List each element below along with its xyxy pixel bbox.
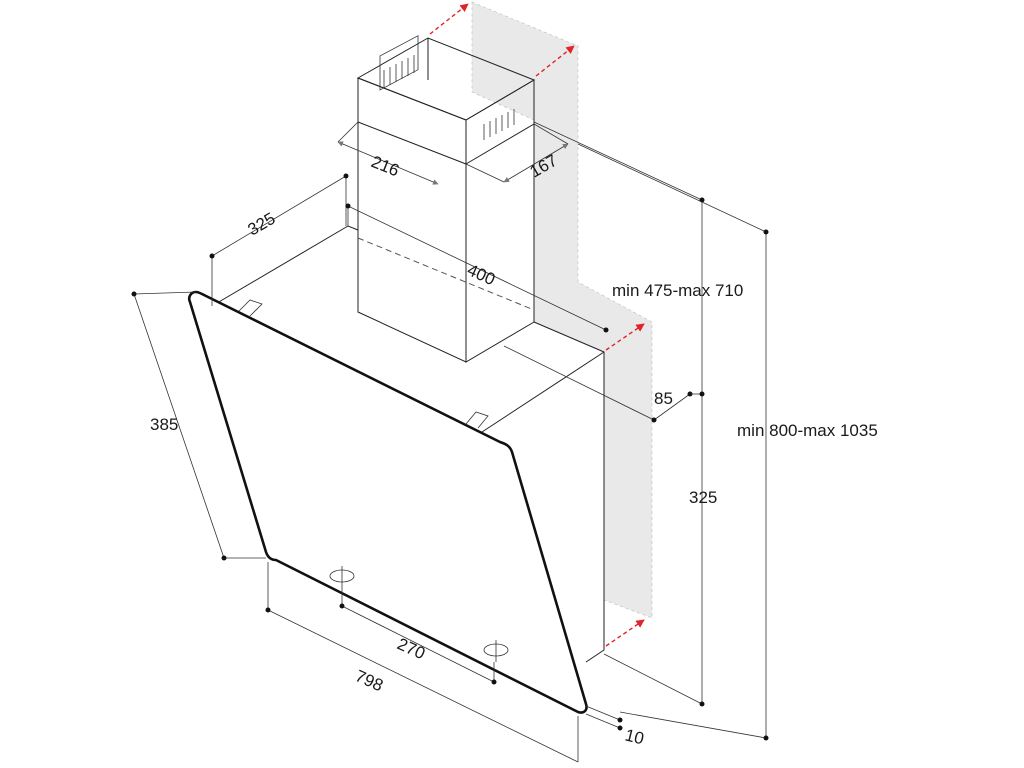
label-hood-width-top: 400: [464, 260, 498, 289]
label-panel-height: 385: [150, 415, 178, 434]
dimension-lines: [131, 121, 769, 763]
label-height-325: 325: [689, 488, 717, 507]
chimney: [356, 35, 536, 363]
control-knobs: [329, 566, 509, 662]
label-hood-depth-top: 325: [245, 209, 279, 240]
label-range-upper: min 475-max 710: [612, 281, 743, 300]
vent-right: [483, 109, 515, 140]
label-range-total: min 800-max 1035: [737, 421, 878, 440]
vent-left: [379, 35, 419, 91]
label-chimney-width: 216: [369, 152, 402, 180]
glass-panel: [187, 290, 588, 714]
label-hood-width: 798: [352, 666, 386, 695]
label-control-spacing: 270: [394, 634, 428, 663]
fixing-arrows: [429, 3, 645, 647]
label-offset-10: 10: [623, 725, 646, 748]
label-offset-85: 85: [654, 389, 673, 408]
